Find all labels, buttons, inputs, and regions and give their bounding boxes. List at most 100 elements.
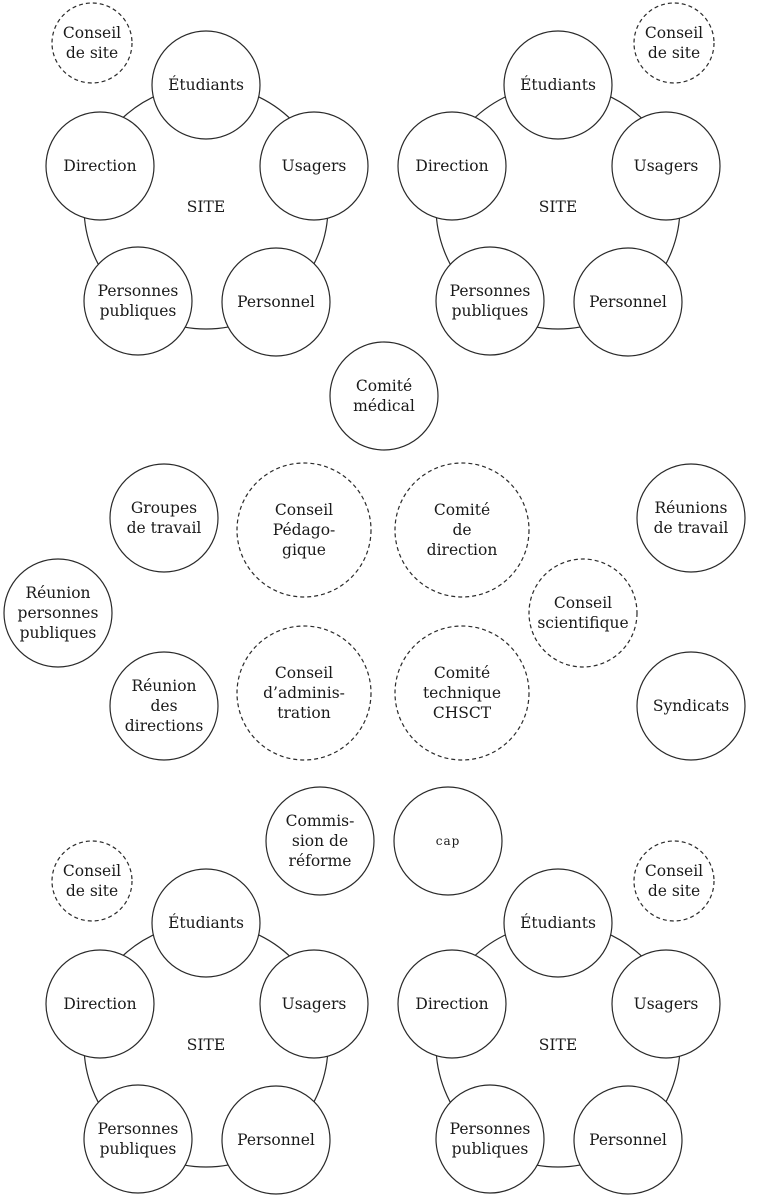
body-reunion-des-directions[interactable]: Réunion des directions bbox=[109, 651, 219, 761]
site-member-usagers[interactable]: Usagers bbox=[611, 949, 721, 1059]
site-member-usagers-label-line-1: Usagers bbox=[282, 157, 347, 175]
body-reunions-de-travail-circle bbox=[636, 463, 746, 573]
site-member-direction[interactable]: Direction bbox=[397, 949, 507, 1059]
body-syndicats[interactable]: Syndicats bbox=[636, 651, 746, 761]
site-member-etudiants[interactable]: Étudiants bbox=[151, 868, 261, 978]
site-member-personnes-publiques[interactable]: Personnes publiques bbox=[83, 1084, 193, 1194]
conseil-de-site[interactable]: Conseil de site bbox=[51, 840, 133, 922]
body-conseil-scientifique-label-line-2: scientifique bbox=[537, 614, 628, 632]
site-label: SITE bbox=[187, 198, 225, 216]
site-member-etudiants[interactable]: Étudiants bbox=[503, 30, 613, 140]
site-member-personnel[interactable]: Personnel bbox=[573, 247, 683, 357]
site-member-personnel-label-line-1: Personnel bbox=[589, 1131, 667, 1149]
body-syndicats-label-line-1: Syndicats bbox=[653, 697, 729, 715]
site-member-usagers-circle bbox=[259, 949, 369, 1059]
body-cap-label-line-1: cap bbox=[436, 834, 461, 848]
body-reunion-personnes-publiques-label-line-2: personnes bbox=[18, 604, 99, 622]
site-member-usagers[interactable]: Usagers bbox=[611, 111, 721, 221]
body-comite-de-direction-circle bbox=[394, 462, 530, 598]
conseil-de-site-label-line-1: Conseil bbox=[645, 24, 703, 42]
site-member-direction-label-line-1: Direction bbox=[63, 995, 136, 1013]
body-conseil-administration-circle bbox=[236, 625, 372, 761]
body-conseil-administration-label-line-3: tration bbox=[277, 704, 330, 722]
body-conseil-pedagogique-label-line-1: Conseil bbox=[275, 501, 333, 519]
body-commission-de-reforme-label-line-1: Commis- bbox=[286, 812, 355, 830]
body-cap[interactable]: cap bbox=[393, 786, 503, 896]
body-comite-technique-chsct-label-line-3: CHSCT bbox=[433, 704, 492, 722]
body-reunion-des-directions-label-line-2: des bbox=[150, 697, 177, 715]
conseil-de-site-label-line-2: de site bbox=[648, 44, 700, 62]
site-member-personnel-label-line-1: Personnel bbox=[589, 293, 667, 311]
site-member-personnes-publiques-label-line-1: Personnes bbox=[98, 1120, 179, 1138]
site-member-personnel-label-line-1: Personnel bbox=[237, 293, 315, 311]
site-cluster-3: SITEÉtudiantsUsagersPersonnelPersonnespu… bbox=[45, 840, 369, 1195]
body-conseil-pedagogique-label-line-3: gique bbox=[282, 541, 326, 559]
conseil-de-site-label-line-1: Conseil bbox=[63, 24, 121, 42]
conseil-de-site-circle bbox=[633, 840, 715, 922]
body-reunion-des-directions-label-line-1: Réunion bbox=[131, 677, 196, 695]
site-member-usagers-label-line-1: Usagers bbox=[282, 995, 347, 1013]
site-member-personnes-publiques-label-line-2: publiques bbox=[100, 1140, 177, 1158]
body-conseil-scientifique[interactable]: Conseil scientifique bbox=[528, 558, 638, 668]
site-member-personnes-publiques-label-line-2: publiques bbox=[100, 302, 177, 320]
site-member-usagers-circle bbox=[611, 111, 721, 221]
body-comite-technique-chsct-circle bbox=[394, 625, 530, 761]
body-comite-medical-circle bbox=[329, 341, 439, 451]
conseil-de-site-label-line-1: Conseil bbox=[63, 862, 121, 880]
site-member-direction[interactable]: Direction bbox=[45, 111, 155, 221]
body-reunion-personnes-publiques-label-line-3: publiques bbox=[20, 624, 97, 642]
body-comite-medical-label-line-2: médical bbox=[353, 397, 415, 415]
body-groupes-de-travail-circle bbox=[109, 463, 219, 573]
site-member-etudiants[interactable]: Étudiants bbox=[503, 868, 613, 978]
site-member-etudiants-label-line-1: Étudiants bbox=[168, 914, 244, 932]
conseil-de-site-label-line-2: de site bbox=[66, 44, 118, 62]
site-member-personnel[interactable]: Personnel bbox=[221, 1085, 331, 1195]
site-member-usagers[interactable]: Usagers bbox=[259, 949, 369, 1059]
site-member-etudiants-label-line-1: Étudiants bbox=[520, 76, 596, 94]
site-member-personnel-circle bbox=[573, 247, 683, 357]
conseil-de-site[interactable]: Conseil de site bbox=[633, 2, 715, 84]
conseil-de-site-circle bbox=[633, 2, 715, 84]
site-member-etudiants-circle bbox=[151, 868, 261, 978]
body-reunion-personnes-publiques-circle bbox=[3, 558, 113, 668]
conseil-de-site-label-line-2: de site bbox=[66, 882, 118, 900]
site-member-direction-circle bbox=[45, 949, 155, 1059]
body-reunion-des-directions-label-line-3: directions bbox=[125, 717, 204, 735]
site-member-personnes-publiques-circle bbox=[435, 1084, 545, 1194]
body-comite-technique-chsct-label-line-2: technique bbox=[423, 684, 501, 702]
body-conseil-administration-label-line-2: d’adminis- bbox=[263, 684, 345, 702]
body-syndicats-circle bbox=[636, 651, 746, 761]
site-member-usagers-label-line-1: Usagers bbox=[634, 157, 699, 175]
site-member-personnel[interactable]: Personnel bbox=[573, 1085, 683, 1195]
site-label: SITE bbox=[539, 198, 577, 216]
body-groupes-de-travail-label-line-2: de travail bbox=[127, 519, 202, 537]
site-member-personnel[interactable]: Personnel bbox=[221, 247, 331, 357]
body-conseil-scientifique-label-line-1: Conseil bbox=[554, 594, 612, 612]
site-member-usagers-label-line-1: Usagers bbox=[634, 995, 699, 1013]
body-comite-de-direction-label-line-1: Comité bbox=[434, 501, 490, 519]
site-member-direction[interactable]: Direction bbox=[45, 949, 155, 1059]
conseil-de-site[interactable]: Conseil de site bbox=[51, 2, 133, 84]
site-member-direction[interactable]: Direction bbox=[397, 111, 507, 221]
site-member-personnes-publiques-label-line-2: publiques bbox=[452, 302, 529, 320]
site-member-etudiants[interactable]: Étudiants bbox=[151, 30, 261, 140]
site-member-etudiants-label-line-1: Étudiants bbox=[168, 76, 244, 94]
body-commission-de-reforme-circle bbox=[265, 786, 375, 896]
site-member-usagers[interactable]: Usagers bbox=[259, 111, 369, 221]
